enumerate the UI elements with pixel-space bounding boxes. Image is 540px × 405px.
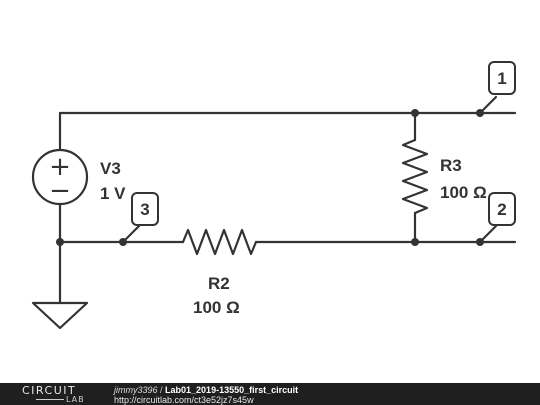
footer-title-line: jimmy3396 / Lab01_2019-13550_first_circu…: [114, 385, 298, 395]
author-link[interactable]: jimmy3396: [114, 385, 158, 395]
circuitlab-logo: CIRCUIT: [22, 384, 77, 397]
r2-value-label: 100 Ω: [193, 298, 240, 317]
footer-bar: CIRCUIT LAB jimmy3396 / Lab01_2019-13550…: [0, 383, 540, 405]
source-plus-symbol: +: [49, 152, 71, 182]
node-2-flag: [488, 192, 516, 226]
separator: /: [157, 385, 166, 395]
node-3-flag: [131, 192, 159, 226]
junction-dot: [476, 238, 484, 246]
ground-icon: [31, 301, 89, 330]
resistor-r2: [181, 228, 258, 256]
r2-name-label: R2: [208, 274, 230, 293]
node-2-label: 2: [497, 200, 506, 219]
circuitlab-logo-sub: LAB: [66, 395, 85, 404]
r3-value-label: 100 Ω: [440, 183, 487, 202]
r3-name-label: R3: [440, 156, 462, 175]
junction-dot: [119, 238, 127, 246]
node-1-label: 1: [497, 69, 506, 88]
source-name-label: V3: [100, 159, 121, 178]
circuit-schematic: + − V3 1 V R2 100 Ω R3 100 Ω 1 2 3: [31, 61, 517, 330]
circuit-url[interactable]: http://circuitlab.com/ct3e52jz7s45w: [114, 395, 254, 405]
logo-divider: [36, 399, 64, 400]
node-1-flag: [488, 61, 516, 95]
resistor-r3: [401, 138, 429, 215]
junction-dot: [411, 109, 419, 117]
junction-dot: [411, 238, 419, 246]
source-value-label: 1 V: [100, 184, 126, 203]
node-3-label: 3: [140, 200, 149, 219]
circuit-title[interactable]: Lab01_2019-13550_first_circuit: [165, 385, 299, 395]
source-minus-symbol: −: [49, 176, 71, 206]
junction-dot: [476, 109, 484, 117]
junction-dot: [56, 238, 64, 246]
